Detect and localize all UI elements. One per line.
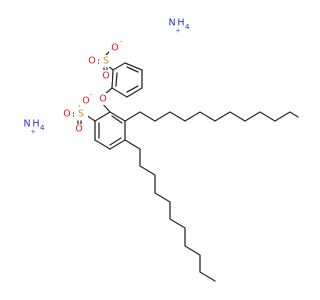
oxygen-atom: O xyxy=(102,71,109,82)
ammonium-ion-1: N H 4 + xyxy=(168,18,190,35)
bond xyxy=(126,87,143,98)
molecule-drawing: S O - O O O S O - O O N H 4 + N H xyxy=(23,18,299,282)
alkyl-chain-2 xyxy=(124,139,216,282)
bond-double xyxy=(109,137,122,146)
negative-charge: - xyxy=(120,39,122,46)
bond-double xyxy=(126,66,139,73)
bond xyxy=(111,69,114,89)
bond-double xyxy=(115,72,118,87)
nitrogen-atom: N xyxy=(168,18,175,29)
bond xyxy=(124,62,143,71)
bond-double xyxy=(126,85,139,93)
positive-charge: + xyxy=(30,129,35,136)
oxygen-atom: O xyxy=(88,56,95,67)
bond xyxy=(109,111,126,122)
sulfur-atom: S xyxy=(78,109,84,120)
negative-charge: - xyxy=(90,92,92,99)
bond xyxy=(109,139,126,150)
hydrogen-count: 4 xyxy=(40,124,45,132)
bond xyxy=(94,111,111,122)
hydrogen-label: H xyxy=(32,119,39,130)
structure-canvas: S O - O O O S O - O O N H 4 + N H xyxy=(23,18,299,282)
alkyl-chain-1 xyxy=(124,111,299,122)
positive-charge: + xyxy=(175,28,180,35)
sulfur-atom: S xyxy=(103,56,109,67)
bond xyxy=(112,62,126,71)
ether-oxygen-atom: O xyxy=(99,94,106,105)
oxygen-atom: O xyxy=(111,43,118,54)
ammonium-ion-2: N H 4 + xyxy=(23,119,45,136)
nitrogen-atom: N xyxy=(23,119,30,130)
oxygen-atom: O xyxy=(75,124,82,135)
bond xyxy=(111,87,128,98)
oxygen-atom: O xyxy=(63,109,70,120)
oxygen-atom: O xyxy=(82,96,89,107)
bond-layer xyxy=(71,48,299,282)
hydrogen-label: H xyxy=(177,18,184,29)
atom-layer: S O - O O O S O - O O N H 4 + N H xyxy=(23,18,190,136)
bond xyxy=(94,139,111,150)
hydrogen-count: 4 xyxy=(185,23,190,31)
bond-double xyxy=(111,115,123,124)
